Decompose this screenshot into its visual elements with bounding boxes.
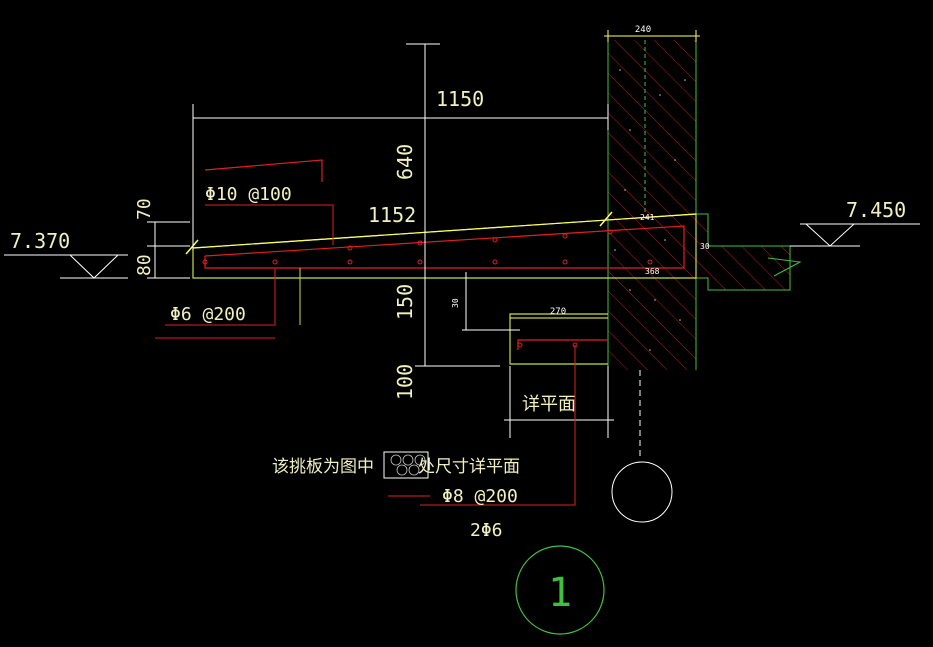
vertical-dimensions: 640 150 100	[393, 43, 500, 400]
thickness-bottom-label: 80	[134, 254, 155, 276]
beam-depth-label: 150	[393, 284, 417, 320]
concrete-wall	[607, 40, 697, 460]
ledge-bar-label: Φ8 @200	[442, 486, 518, 507]
wall-width-label: 240	[635, 25, 651, 35]
ledge-outline	[509, 313, 608, 365]
beam-small-label: 30	[451, 298, 460, 308]
joint-b-label: 368	[645, 267, 660, 276]
bottom-bar-label: Φ6 @200	[170, 304, 246, 325]
small-mark-label: 30	[700, 242, 710, 251]
right-floor-slab	[695, 213, 802, 291]
wall-width-dimension: 240	[604, 25, 700, 42]
detail-number-circle	[515, 545, 605, 635]
wall-hatch	[608, 40, 696, 370]
detail-number: 1	[548, 570, 572, 616]
level-left-label: 7.370	[10, 229, 70, 253]
upper-height-label: 640	[393, 144, 417, 180]
level-marker-right: 7.450	[790, 198, 920, 247]
axis-bubble	[611, 461, 673, 523]
ledge-beam: 270 详平面	[420, 307, 614, 506]
level-marker-left: 7.370	[4, 229, 128, 279]
joint-a-label: 241	[640, 213, 655, 222]
slab-top-slope	[192, 213, 697, 249]
legend-suffix: 处尺寸详平面	[418, 457, 520, 477]
break-line	[767, 257, 802, 277]
level-right-label: 7.450	[846, 198, 906, 222]
ledge-extra-label: 2Φ6	[470, 520, 503, 541]
thickness-top-label: 70	[134, 198, 155, 220]
ledge-width-label: 270	[550, 307, 566, 317]
cantilever-slab: 1152 241 368 30	[185, 203, 710, 279]
top-bar-annotation: Φ10 @100	[204, 159, 334, 245]
legend-prefix: 该挑板为图中	[272, 457, 374, 477]
bottom-bar-annotation: Φ6 @200	[155, 268, 301, 339]
thickness-dimensions: 70 80	[134, 198, 190, 279]
slab-length-dimension: 1150	[192, 87, 609, 250]
see-plan-label: 详平面	[522, 394, 576, 415]
wall-aggregate-dots	[614, 69, 686, 351]
rebar-dots	[202, 229, 653, 265]
slope-length-label: 1152	[368, 203, 416, 227]
legend-hatch-swatch	[383, 451, 429, 479]
top-bar-label: Φ10 @100	[205, 184, 292, 205]
legend-note: 该挑板为图中 处尺寸详平面	[272, 451, 520, 479]
slab-length-label: 1150	[436, 87, 484, 111]
small-depth-label: 100	[393, 364, 417, 400]
